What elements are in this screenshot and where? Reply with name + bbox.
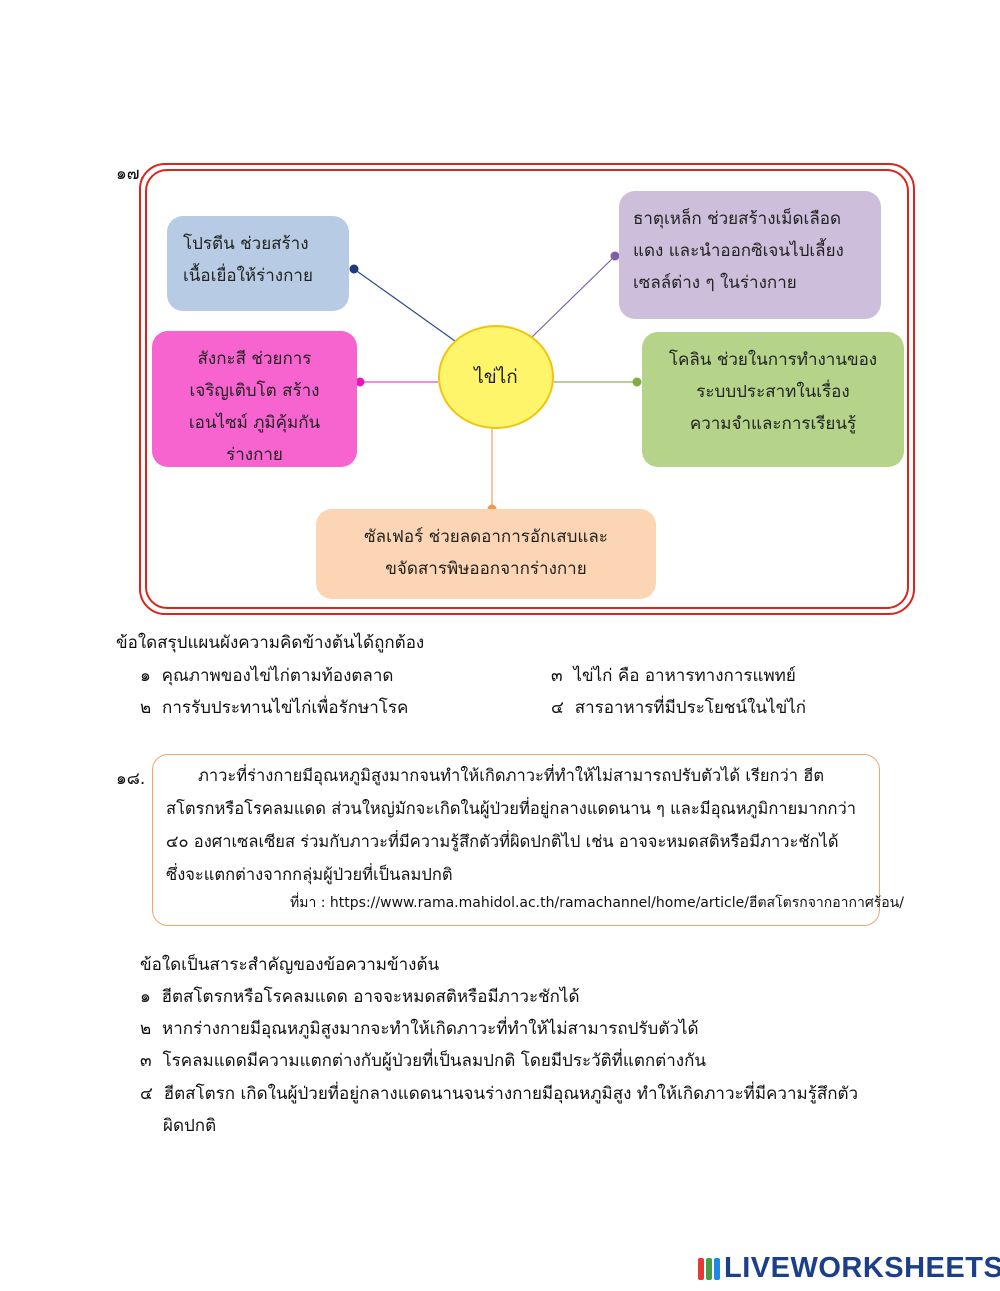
connector-iron [531,255,616,338]
mindmap-frame-inner [145,169,909,609]
connector-dot-choline [632,377,642,387]
q17-option-1[interactable]: ๑ คุณภาพของไข่ไก่ตามท้องตลาด [140,664,393,688]
liveworksheets-logo[interactable]: LIVEWORKSHEETS [698,1252,1000,1285]
q18-option-3-number: ๓ [140,1051,152,1071]
mindmap-node-iron: ธาตุเหล็ก ช่วยสร้างเม็ดเลือด แดง และนำออ… [619,191,881,319]
node-protein-line-1: โปรตีน ช่วยสร้าง [183,234,309,254]
q17-option-3-number: ๓ [551,666,563,686]
q18-option-1-text: ฮีตสโตรกหรือโรคลมแดด อาจจะหมดสติหรือมีภา… [161,987,580,1007]
mindmap-node-zinc: สังกะสี ช่วยการ เจริญเติบโต สร้าง เอนไซม… [152,331,357,467]
question-18-prompt: ข้อใดเป็นสาระสำคัญของข้อความข้างต้น [140,955,440,975]
q17-option-3[interactable]: ๓ ไข่ไก่ คือ อาหารทางการแพทย์ [551,664,796,688]
passage-line-3: ๔๐ องศาเซลเซียส ร่วมกับภาวะที่มีความรู้ส… [166,832,839,851]
connector-dot-zinc [355,377,365,387]
node-choline-line-3: ความจำและการเรียนรู้ [689,414,857,434]
mindmap-node-choline: โคลิน ช่วยในการทำงานของ ระบบประสาทในเรื่… [642,332,904,467]
center-label: ไข่ไก่ [474,366,518,388]
connector-protein [353,268,456,342]
q18-option-4-number: ๔ [140,1084,153,1104]
liveworksheets-logo-text: LIVEWORKSHEETS [724,1252,1000,1284]
mindmap-center-node: ไข่ไก่ [438,325,554,429]
q18-option-3[interactable]: ๓ โรคลมแดดมีความแตกต่างกับผู้ป่วยที่เป็น… [140,1049,706,1073]
node-zinc-line-4: ร่างกาย [226,445,283,465]
question-17-prompt: ข้อใดสรุปแผนผังความคิดข้างต้นได้ถูกต้อง [116,633,425,653]
q18-option-4[interactable]: ๔ ฮีตสโตรก เกิดในผู้ป่วยที่อยู่กลางแดดนา… [140,1082,858,1106]
q17-option-1-number: ๑ [140,666,151,686]
passage-line-1: ภาวะที่ร่างกายมีอุณหภูมิสูงมากจนทำให้เกิ… [198,766,825,785]
passage-source: ที่มา : https://www.rama.mahidol.ac.th/r… [290,895,904,911]
q17-option-4[interactable]: ๔ สารอาหารที่มีประโยชน์ในไข่ไก่ [551,696,806,720]
connector-dot-protein [349,264,359,274]
q18-option-2-text: หากร่างกายมีอุณหภูมิสูงมากจะทำให้เกิดภาว… [162,1019,699,1039]
node-zinc-line-2: เจริญเติบโต สร้าง [189,381,320,401]
node-zinc-line-3: เอนไซม์ ภูมิคุ้มกัน [188,413,321,433]
q17-option-2-number: ๒ [140,698,152,718]
q18-option-2[interactable]: ๒ หากร่างกายมีอุณหภูมิสูงมากจะทำให้เกิดภ… [140,1017,699,1041]
passage-line-2: สโตรกหรือโรคลมแดด ส่วนใหญ่มักจะเกิดในผู้… [166,799,856,818]
node-sulfur-line-2: ขจัดสารพิษออกจากร่างกาย [385,559,587,579]
node-sulfur-line-1: ซัลเฟอร์ ช่วยลดอาการอักเสบและ [364,527,608,547]
q18-option-2-number: ๒ [140,1019,152,1039]
q17-option-4-number: ๔ [551,698,564,718]
node-iron-line-1: ธาตุเหล็ก ช่วยสร้างเม็ดเลือด [633,209,842,229]
q18-option-1[interactable]: ๑ ฮีตสโตรกหรือโรคลมแดด อาจจะหมดสติหรือมี… [140,985,580,1009]
q18-option-1-number: ๑ [140,987,151,1007]
q17-option-1-text: คุณภาพของไข่ไก่ตามท้องตลาด [161,666,394,686]
liveworksheets-logo-icon [698,1257,720,1280]
mindmap-frame-outer [139,163,915,615]
node-zinc-line-1: สังกะสี ช่วยการ [197,349,312,369]
q18-option-4-text: ฮีตสโตรก เกิดในผู้ป่วยที่อยู่กลางแดดนานจ… [163,1084,859,1104]
question-17-number: ๑๗. [116,164,145,184]
connector-dot-iron [610,251,620,261]
node-iron-line-2: แดง และนำออกซิเจนไปเลี้ยง [633,241,844,261]
node-choline-line-2: ระบบประสาทในเรื่อง [696,382,850,402]
mindmap-node-protein: โปรตีน ช่วยสร้าง เนื้อเยื่อให้ร่างกาย [167,216,349,311]
node-iron-line-3: เซลล์ต่าง ๆ ในร่างกาย [633,273,797,293]
passage-line-4: ซึ่งจะแตกต่างจากกลุ่มผู้ป่วยที่เป็นลมปกต… [166,865,453,884]
q17-option-2[interactable]: ๒ การรับประทานไข่ไก่เพื่อรักษาโรค [140,696,408,720]
q17-option-3-text: ไข่ไก่ คือ อาหารทางการแพทย์ [573,666,796,686]
node-choline-line-1: โคลิน ช่วยในการทำงานของ [668,350,878,370]
node-protein-line-2: เนื้อเยื่อให้ร่างกาย [183,266,313,286]
passage-box [152,754,880,926]
q17-option-2-text: การรับประทานไข่ไก่เพื่อรักษาโรค [162,698,409,718]
q18-option-3-text: โรคลมแดดมีความแตกต่างกับผู้ป่วยที่เป็นลม… [162,1051,706,1071]
question-18-number: ๑๘. [116,769,146,789]
q17-option-4-text: สารอาหารที่มีประโยชน์ในไข่ไก่ [574,698,807,718]
mindmap-node-sulfur: ซัลเฟอร์ ช่วยลดอาการอักเสบและ ขจัดสารพิษ… [316,509,656,599]
q18-option-4-continued: ผิดปกติ [163,1116,217,1136]
